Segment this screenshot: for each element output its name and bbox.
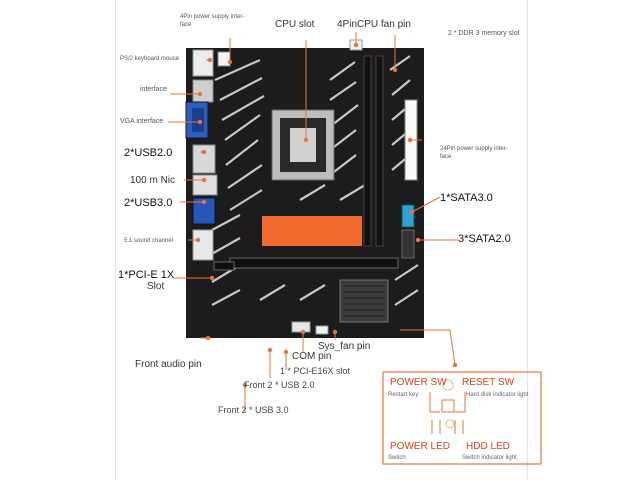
pcie16x-slot [229,257,399,269]
usb3-port [192,197,216,225]
sata3-port [401,204,415,228]
legend-restart-key: Restart key [388,392,419,398]
label-cpu-fan: 4PinCPU fan pin [337,19,411,30]
legend-power-sw: POWER SW [390,377,447,388]
legend-hdd-light: Hard disk indicator light [466,392,529,398]
legend-power-led: POWER LED [390,441,451,452]
legend-hdd-led: HDD LED [466,441,510,452]
ddr3-slot-2 [375,55,384,247]
label-front-usb20: Front 2 * USB 2.0 [244,380,315,390]
ps2-port [192,49,214,77]
label-cpu-slot: CPU slot [275,19,315,30]
ps2-port-2 [192,79,214,103]
usb2-port [192,144,216,174]
chipset-heatsink [339,279,389,323]
pin4-header [217,51,231,67]
label-usb30: 2*USB3.0 [124,197,173,209]
vga-port-inner [192,108,204,132]
label-pcie16x: 1 * PCI-E16X slot [280,366,351,376]
callout-lines [168,32,458,412]
legend-switch: Switch [388,455,406,461]
label-ps2: PS/2 keyboard mouse [120,56,180,62]
label-front-audio: Front audio pin [135,359,202,370]
sata2-ports [401,229,415,259]
ddr3-slot-1 [363,55,372,247]
sys-fan-header [315,325,329,335]
label-4pin-power-2: face [180,22,192,28]
audio-port [192,229,214,261]
label-4pin-power: 4Pin power supply inter- [180,14,245,20]
orange-heatpad [262,216,362,246]
label-sata3: 1*SATA3.0 [440,192,493,204]
label-nic: 100 m Nic [130,175,176,186]
right-border-line [527,0,528,480]
label-24pin-2: face [440,154,452,160]
label-front-usb30: Front 2 * USB 3.0 [218,405,289,415]
label-vga: VGA interface [120,118,164,125]
label-sys-fan: Sys_fan pin [318,341,371,352]
com-header [291,321,311,333]
heatsink-fins [344,285,384,317]
legend-box [382,371,542,465]
lan-port [192,174,218,196]
legend-faint-lines [442,379,455,429]
label-24pin: 24Pin power supply inter- [440,146,508,152]
label-com: COM pin [292,351,332,362]
callout-dots [195,42,458,388]
left-border-line [115,0,116,480]
label-pcie1x-2: Slot [147,281,165,292]
label-sata2: 3*SATA2.0 [458,233,511,245]
label-usb20: 2*USB2.0 [124,147,173,159]
label-ddr3: 2 * DDR 3 memory slot [448,30,520,37]
legend-reset-sw: RESET SW [462,377,515,388]
label-pcie1x: 1*PCI-E 1X [118,269,175,281]
label-interface: interface [140,86,167,93]
legend-switch-light: Switch indicator light [462,455,517,461]
pcie1x-slot [213,261,235,271]
legend-pin-diagram [429,392,466,434]
label-sound: 5.1 sound channel [124,238,174,244]
cpu-socket-pins [290,128,316,162]
